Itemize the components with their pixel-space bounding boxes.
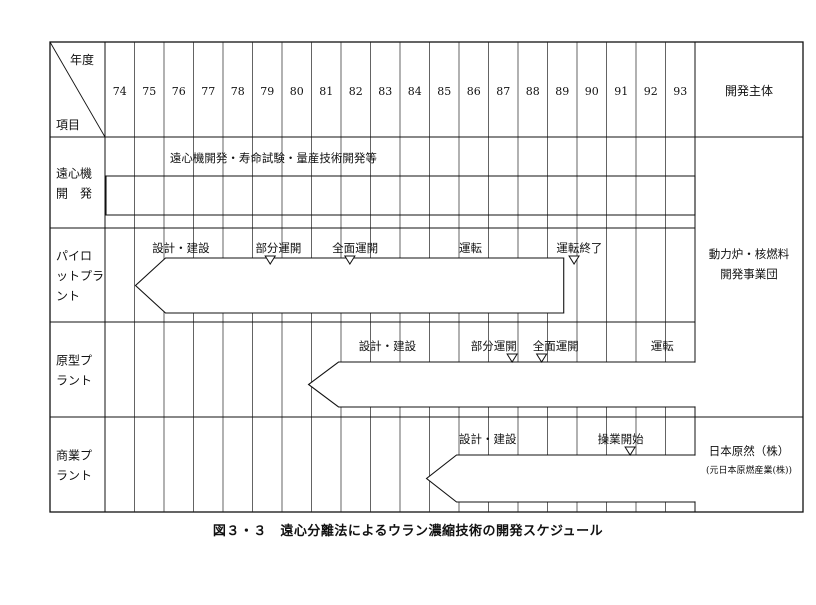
bar-annotation: 全面運開 (533, 339, 579, 353)
bar-centrifuge-development (105, 175, 696, 216)
milestone-triangle (264, 255, 277, 265)
owner-pnc: 動力炉・核燃料 (709, 247, 790, 261)
year-tick-86: 86 (467, 85, 481, 98)
header-diagonal (49, 41, 106, 138)
year-tick-76: 76 (172, 85, 186, 98)
owner-header-label: 開発主体 (725, 84, 773, 98)
bar-annotation: 全面運開 (332, 241, 378, 255)
bar-annotation: 運転 (651, 339, 674, 353)
bar-annotation: 運転 (459, 241, 482, 255)
year-tick-82: 82 (349, 85, 363, 98)
owner-jnfl-former: (元日本原燃産業(株)) (706, 464, 792, 476)
year-header-label: 年度 (70, 52, 94, 67)
item-header-label: 項目 (56, 118, 80, 132)
milestone-triangle (343, 255, 356, 265)
year-tick-91: 91 (614, 85, 628, 98)
bar-annotation: 部分運開 (255, 241, 301, 255)
bar-prototype-plant (307, 361, 696, 408)
year-tick-83: 83 (378, 85, 392, 98)
row-label-line: パイロ (56, 249, 92, 263)
year-tick-90: 90 (585, 85, 599, 98)
year-tick-89: 89 (555, 85, 569, 98)
bar-commercial-plant (425, 454, 696, 503)
bar-annotation: 部分運開 (471, 339, 517, 353)
outer-frame (49, 41, 804, 513)
bar-annotation: 設計・建設 (152, 241, 210, 255)
year-tick-85: 85 (437, 85, 451, 98)
row-label-line: ラント (56, 469, 92, 483)
milestone-triangle (568, 255, 580, 265)
owner-jnfl: 日本原然（株） (709, 444, 790, 458)
year-tick-75: 75 (142, 85, 156, 98)
year-tick-78: 78 (231, 85, 245, 98)
row-label-line: 商業プ (56, 448, 92, 463)
year-tick-87: 87 (496, 85, 510, 98)
bar-annotation: 遠心機開発・寿命試験・量産技術開発等 (170, 151, 377, 165)
year-tick-81: 81 (319, 85, 333, 98)
year-tick-74: 74 (113, 85, 127, 98)
owner-pnc: 開発事業団 (720, 267, 778, 281)
milestone-triangle (535, 353, 548, 363)
year-tick-92: 92 (644, 85, 658, 98)
year-tick-80: 80 (290, 85, 304, 98)
row-label-line: ラント (56, 374, 92, 388)
milestone-triangle (624, 446, 637, 456)
milestone-triangle (506, 353, 519, 363)
row-label-line: 遠心機 (56, 166, 92, 181)
year-tick-88: 88 (526, 85, 540, 98)
row-label-line: 原型プ (56, 354, 92, 368)
bar-annotation: 操業開始 (598, 432, 644, 446)
year-tick-93: 93 (673, 85, 687, 98)
figure-caption: 図３・３ 遠心分離法によるウラン濃縮技術の開発スケジュール (212, 524, 604, 539)
year-tick-79: 79 (260, 85, 274, 98)
row-label-line: ント (56, 289, 80, 303)
row-label-line: 開 発 (56, 187, 92, 201)
bar-annotation: 運転終了 (556, 241, 602, 255)
year-tick-77: 77 (201, 85, 215, 98)
bar-annotation: 設計・建設 (459, 432, 517, 446)
row-label-line: ットプラ (56, 269, 104, 283)
bar-annotation: 設計・建設 (359, 339, 417, 353)
year-tick-84: 84 (408, 85, 422, 98)
bar-pilot-plant (134, 257, 565, 314)
